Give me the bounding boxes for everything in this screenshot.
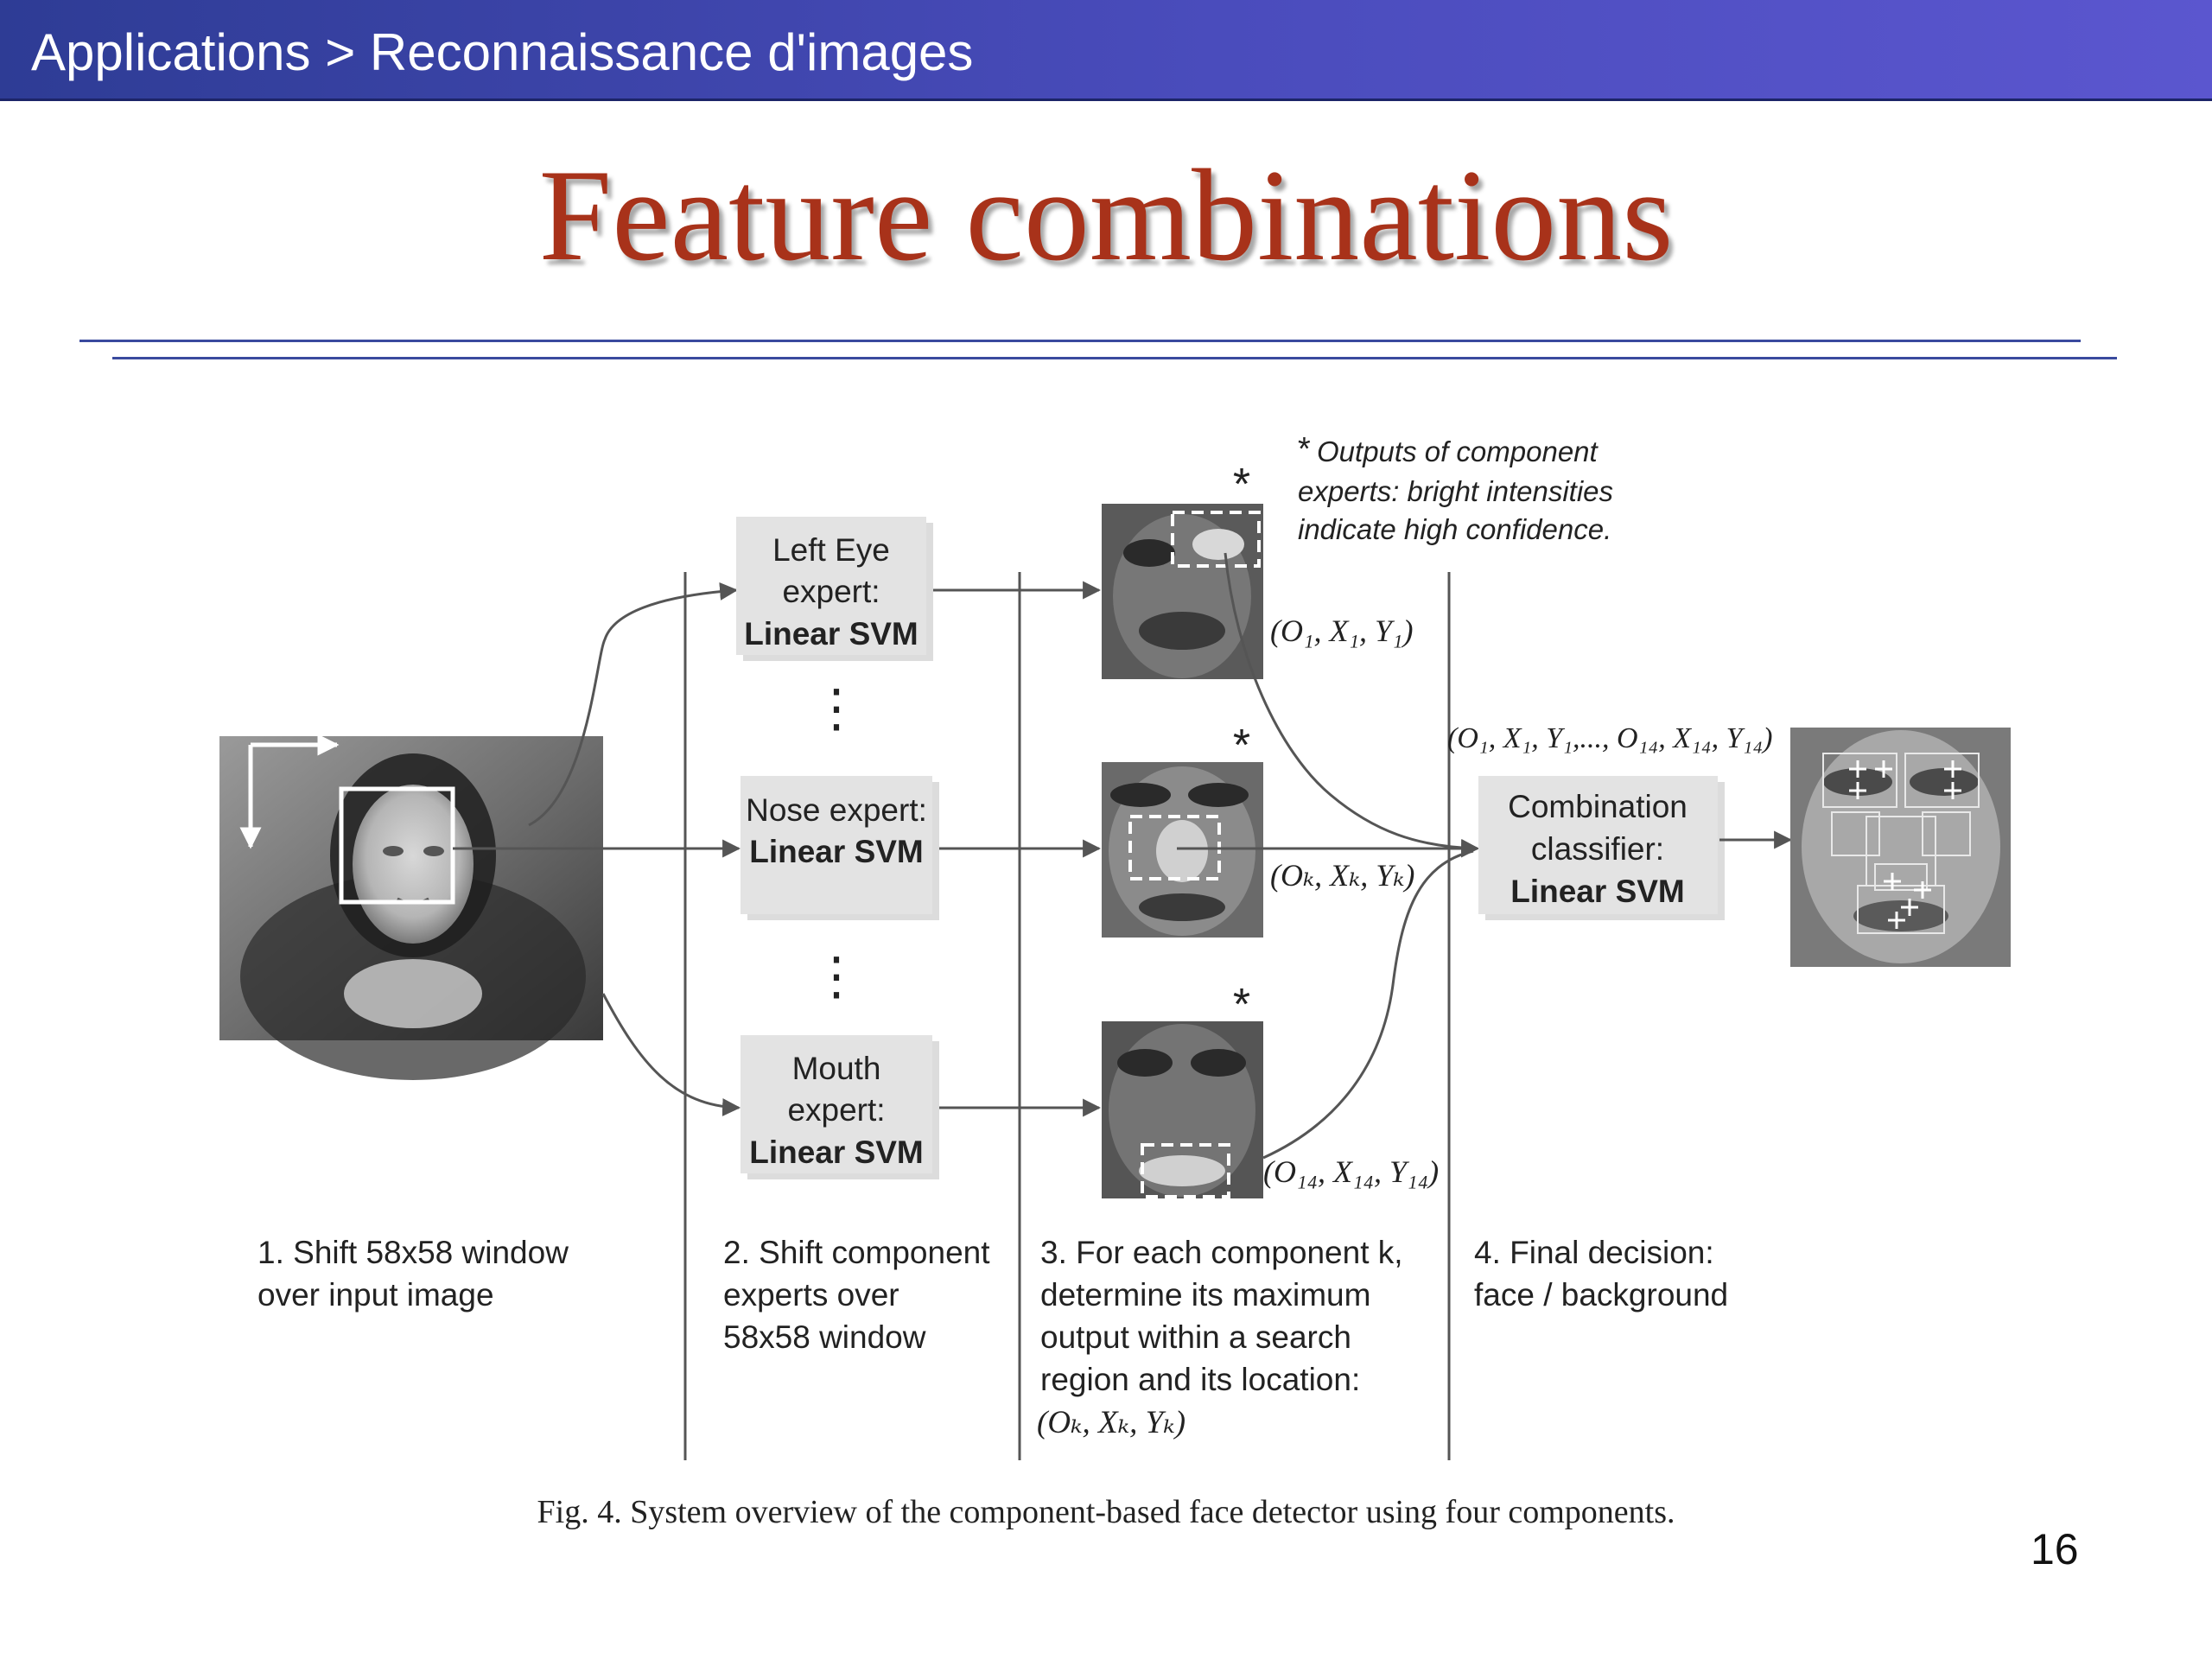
step-2-description: 2. Shift component experts over 58x58 wi… <box>723 1235 990 1355</box>
expert-label-bold: Linear SVM <box>749 834 924 869</box>
step-line: 58x58 window <box>723 1319 926 1355</box>
page-number: 16 <box>2031 1525 2079 1573</box>
expert-label-line: expert: <box>782 574 880 609</box>
title-rule-bottom <box>112 357 2117 359</box>
search-window-box <box>339 786 455 905</box>
tuple-first: (O₁, X₁, Y₁) <box>1270 613 1414 648</box>
expert-label-line: Left Eye <box>772 532 890 568</box>
ellipsis-dots: ⋮ <box>810 679 862 737</box>
tuple-last: (O₁₄, X₁₄, Y₁₄) <box>1263 1154 1439 1189</box>
search-region-box <box>1171 511 1261 568</box>
confidence-star: * <box>1233 980 1250 1030</box>
search-region-box <box>1141 1143 1230 1198</box>
slide-title: Feature combinations <box>538 143 1674 288</box>
note-line: indicate high confidence. <box>1298 513 1611 545</box>
output-map-mouth <box>1102 1021 1263 1198</box>
step-4-description: 4. Final decision: face / background <box>1474 1235 1728 1313</box>
combination-label-line: classifier: <box>1531 831 1664 867</box>
step-3-description: 3. For each component k, determine its m… <box>1037 1235 1403 1440</box>
figure-caption: Fig. 4. System overview of the component… <box>537 1494 1675 1530</box>
note-line: experts: bright intensities <box>1298 475 1613 507</box>
step-1-description: 1. Shift 58x58 window over input image <box>257 1235 569 1313</box>
step-line: experts over <box>723 1277 899 1313</box>
header-bar: Applications > Reconnaissance d'images <box>0 0 2212 101</box>
note-star: * <box>1298 431 1311 467</box>
step-line: 4. Final decision: <box>1474 1235 1714 1270</box>
tuple-k: (Oₖ, Xₖ, Yₖ) <box>1270 858 1414 893</box>
breadcrumb: Applications > Reconnaissance d'images <box>31 23 974 81</box>
expert-label-bold: Linear SVM <box>744 616 918 652</box>
step-line: 3. For each component k, <box>1040 1235 1403 1270</box>
output-map-left-eye <box>1102 504 1263 679</box>
step-line: 1. Shift 58x58 window <box>257 1235 569 1270</box>
confidence-note: * Outputs of component experts: bright i… <box>1298 431 1613 545</box>
tuple-all: (O₁, X₁, Y₁,..., O₁₄, X₁₄, Y₁₄) <box>1447 722 1773 754</box>
arrow-to-left-eye-expert <box>528 582 739 827</box>
expert-label-line: expert: <box>787 1092 885 1128</box>
combination-label-line: Combination <box>1508 789 1688 824</box>
expert-label-line: Nose expert: <box>746 792 927 828</box>
step-line: region and its location: <box>1040 1362 1360 1397</box>
step-line: face / background <box>1474 1277 1728 1313</box>
combination-classifier-box: Combination classifier: Linear SVM <box>1478 776 1725 920</box>
expert-box-mouth: Mouth expert: Linear SVM <box>741 1035 939 1179</box>
input-image <box>219 734 603 1080</box>
result-face-image <box>1790 728 2011 967</box>
step-line: determine its maximum <box>1040 1277 1370 1313</box>
expert-box-left-eye: Left Eye expert: Linear SVM <box>736 517 933 661</box>
note-line: Outputs of component <box>1317 435 1599 467</box>
expert-box-nose: Nose expert: Linear SVM <box>741 776 939 920</box>
arrow-from-mouth-output <box>1262 849 1474 1160</box>
step-line: (Oₖ, Xₖ, Yₖ) <box>1037 1405 1185 1440</box>
arrow-from-left-eye-output <box>1224 552 1480 857</box>
expert-label-bold: Linear SVM <box>749 1135 924 1170</box>
step-line: 2. Shift component <box>723 1235 990 1270</box>
expert-label-line: Mouth <box>792 1051 881 1086</box>
step-line: output within a search <box>1040 1319 1351 1355</box>
step-line: over input image <box>257 1277 494 1313</box>
title-rule-top <box>79 340 2081 342</box>
confidence-star: * <box>1233 460 1250 510</box>
confidence-star: * <box>1233 721 1250 771</box>
ellipsis-dots: ⋮ <box>810 947 862 1005</box>
arrow-to-mouth-expert <box>601 993 741 1116</box>
combination-label-bold: Linear SVM <box>1510 874 1685 909</box>
